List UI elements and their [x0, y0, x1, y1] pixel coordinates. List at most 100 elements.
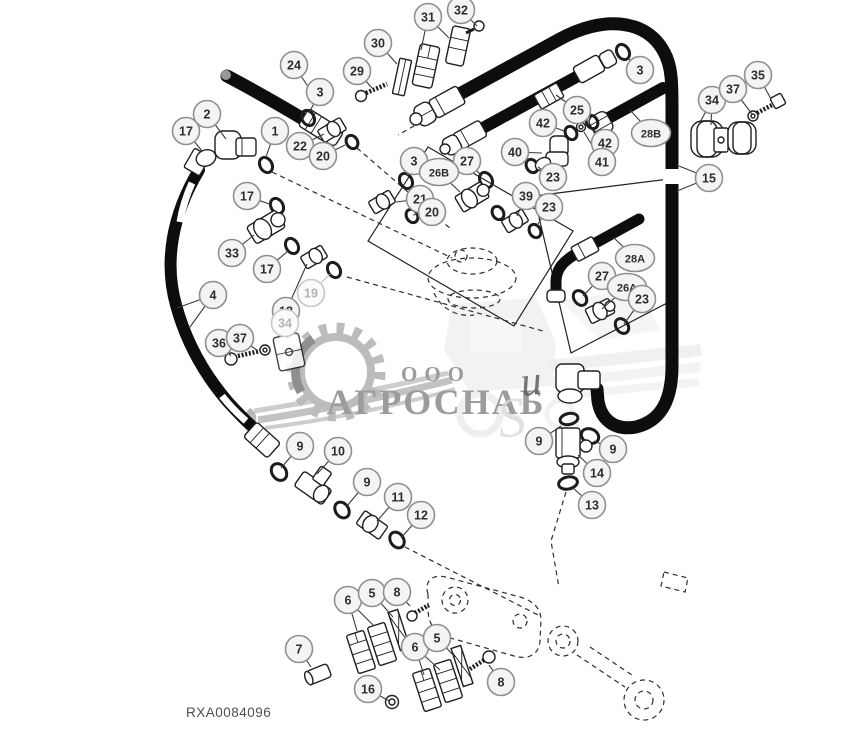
bolt-8a [406, 603, 431, 622]
callout-number: 12 [414, 509, 428, 523]
hose-4 [164, 148, 281, 458]
callout-balloon-39[interactable]: 39 [511, 181, 541, 211]
callout-balloon-30[interactable]: 30 [363, 28, 393, 58]
callout-balloon-23[interactable]: 23 [534, 192, 564, 222]
callout-balloon-7[interactable]: 7 [284, 634, 314, 664]
callout-number: 35 [751, 69, 765, 83]
callout-balloon-2[interactable]: 2 [192, 99, 222, 129]
callout-balloon-28B[interactable]: 28B [630, 118, 672, 148]
callout-number: 23 [635, 293, 649, 307]
callout-balloon-28A[interactable]: 28A [614, 243, 656, 273]
callout-balloon-15[interactable]: 15 [694, 163, 724, 193]
callout-balloon-36[interactable]: 36 [204, 328, 234, 358]
callout-balloon-5[interactable]: 5 [422, 623, 452, 653]
figure-ref-code: RXA0084096 [186, 705, 271, 720]
callout-balloon-20[interactable]: 20 [308, 141, 338, 171]
callout-number: 7 [296, 643, 303, 657]
nut-16 [384, 694, 400, 710]
callout-number: 20 [316, 150, 330, 164]
callout-balloon-37[interactable]: 37 [225, 323, 255, 353]
callout-balloon-8[interactable]: 8 [486, 667, 516, 697]
callout-number: 2 [204, 108, 211, 122]
callout-number: 16 [361, 683, 375, 697]
callout-balloon-33[interactable]: 33 [217, 238, 247, 268]
callout-balloon-20[interactable]: 20 [417, 197, 447, 227]
callout-balloon-6[interactable]: 6 [333, 585, 363, 615]
callout-balloon-4[interactable]: 4 [198, 280, 228, 310]
callout-balloon-13[interactable]: 13 [577, 490, 607, 520]
callout-balloon-17[interactable]: 17 [232, 181, 262, 211]
callout-balloon-41[interactable]: 41 [587, 147, 617, 177]
callout-number: 26B [429, 168, 449, 180]
callout-balloon-26B[interactable]: 26B [418, 157, 460, 187]
callout-balloon-10[interactable]: 10 [323, 436, 353, 466]
callout-balloon-14[interactable]: 14 [582, 458, 612, 488]
spacer-7 [303, 663, 332, 686]
callout-number: 9 [364, 476, 371, 490]
plate-5b [450, 644, 474, 688]
clip-31-a [411, 43, 441, 89]
callout-balloon-11[interactable]: 11 [383, 482, 413, 512]
callout-balloon-34[interactable]: 34 [270, 308, 300, 338]
callout-balloon-34[interactable]: 34 [697, 85, 727, 115]
callout-number: 34 [705, 94, 719, 108]
clamp-34-top [690, 120, 757, 158]
callout-balloon-29[interactable]: 29 [342, 56, 372, 86]
callout-balloon-6[interactable]: 6 [400, 632, 430, 662]
callout-number: 41 [595, 156, 609, 170]
callout-balloon-9[interactable]: 9 [352, 467, 382, 497]
callout-number: 6 [412, 641, 419, 655]
bolt-29 [354, 81, 388, 103]
callout-balloon-17[interactable]: 17 [252, 254, 282, 284]
callout-number: 37 [233, 332, 247, 346]
callout-number: 6 [345, 594, 352, 608]
callout-balloon-24[interactable]: 24 [279, 50, 309, 80]
fitting-33 [246, 210, 286, 244]
callout-number: 27 [595, 270, 609, 284]
watermark-company-name: АГРОСНАБ [327, 382, 546, 422]
callout-balloon-23[interactable]: 23 [627, 284, 657, 314]
callout-number: 42 [536, 117, 550, 131]
callout-balloon-19[interactable]: 19 [296, 278, 326, 308]
callout-number: 39 [519, 190, 533, 204]
callout-balloon-31[interactable]: 31 [413, 2, 443, 32]
callout-balloon-23[interactable]: 23 [538, 162, 568, 192]
elbow-fitting-right [555, 363, 601, 404]
o-ring-19 [325, 260, 343, 280]
callout-number: 22 [293, 140, 307, 154]
callout-balloon-25[interactable]: 25 [562, 95, 592, 125]
callout-number: 1 [272, 125, 279, 139]
callout-balloon-9[interactable]: 9 [285, 431, 315, 461]
cylinder-phantom [426, 571, 689, 721]
callout-balloon-9[interactable]: 9 [524, 426, 554, 456]
callout-balloon-17[interactable]: 17 [171, 116, 201, 146]
callout-balloon-37[interactable]: 37 [718, 74, 748, 104]
watermark-org-form: ООО [401, 362, 471, 386]
callout-number: 17 [179, 125, 193, 139]
callout-number: 23 [542, 201, 556, 215]
fitting-22 [317, 117, 347, 143]
callout-balloon-5[interactable]: 5 [357, 578, 387, 608]
o-ring-9b [333, 500, 351, 520]
callout-balloon-16[interactable]: 16 [353, 674, 383, 704]
o-ring-3b [397, 171, 415, 191]
callout-number: 5 [369, 587, 376, 601]
callout-number: 3 [637, 64, 644, 78]
callout-balloon-27[interactable]: 27 [452, 146, 482, 176]
callout-number: 25 [570, 104, 584, 118]
callout-balloon-42[interactable]: 42 [528, 108, 558, 138]
callout-balloon-32[interactable]: 32 [446, 0, 476, 25]
callout-balloon-35[interactable]: 35 [743, 60, 773, 90]
callout-balloon-3[interactable]: 3 [305, 77, 335, 107]
callout-balloon-40[interactable]: 40 [500, 137, 530, 167]
callout-balloon-3[interactable]: 3 [625, 55, 655, 85]
callout-balloon-12[interactable]: 12 [406, 500, 436, 530]
callout-balloon-1[interactable]: 1 [260, 116, 290, 146]
callout-number: 14 [590, 467, 604, 481]
callout-number: 8 [394, 586, 401, 600]
o-ring-20b [404, 207, 420, 225]
callout-number: 17 [240, 190, 254, 204]
callout-balloon-9[interactable]: 9 [598, 434, 628, 464]
callout-balloon-8[interactable]: 8 [382, 577, 412, 607]
